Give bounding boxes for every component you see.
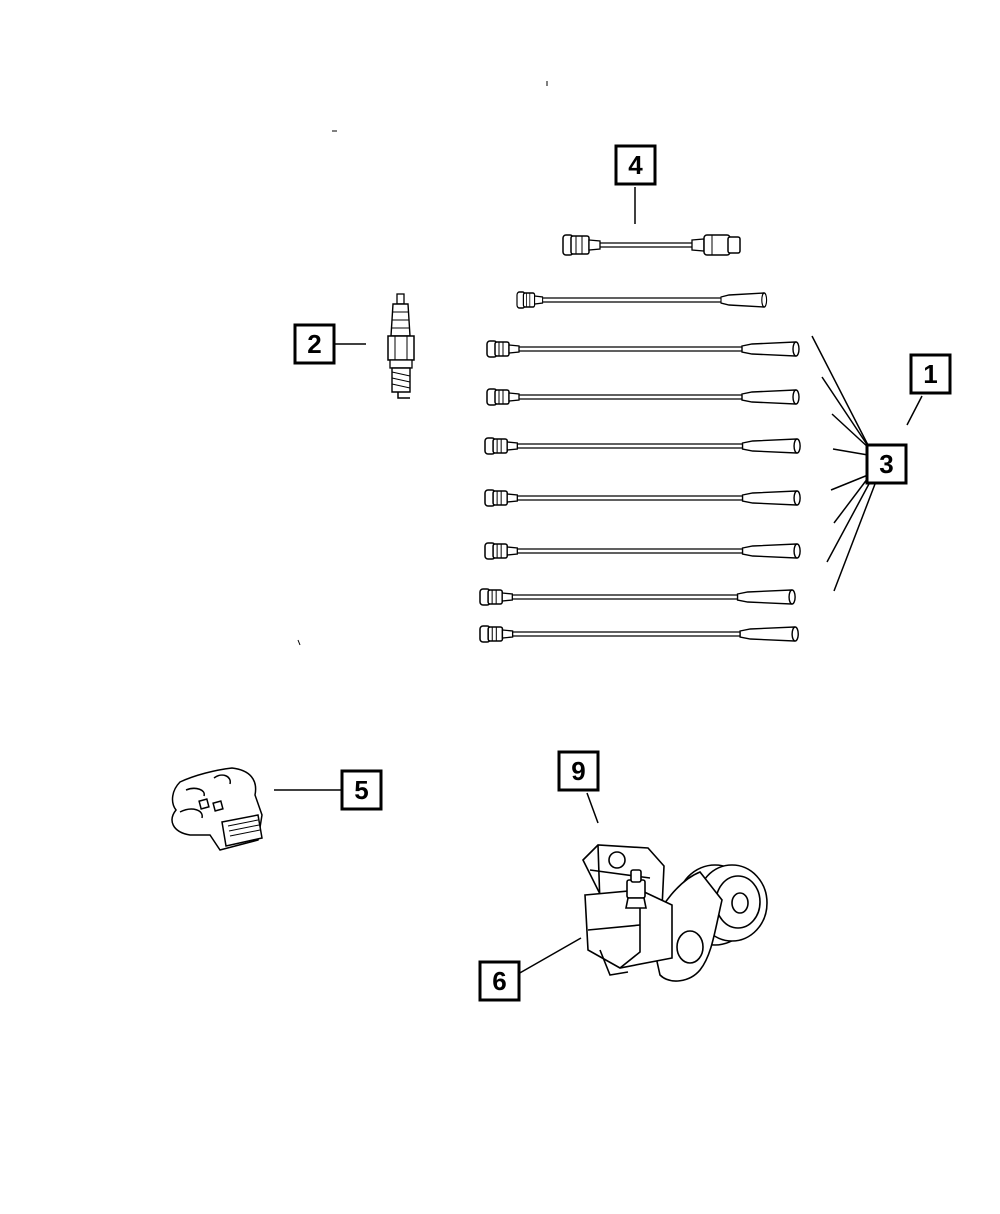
spark-plug-wire-2 (486, 340, 800, 358)
callout-label: 1 (923, 359, 937, 389)
spark-plug-wire-8 (479, 625, 800, 643)
callout-label: 6 (492, 966, 506, 996)
wire-separator-clip (171, 767, 263, 851)
callout-6-leader (517, 937, 582, 975)
callout-label: 9 (571, 756, 585, 786)
spark-plug-wire-set (479, 291, 801, 643)
spark-plug-wire-4 (484, 437, 801, 455)
callout-1: 1 (909, 353, 952, 395)
ignition-coil-assembly (582, 844, 768, 982)
callout-label: 4 (628, 150, 643, 180)
callout-9-leader (586, 792, 599, 824)
callout-2: 2 (293, 323, 336, 365)
callout-9: 9 (557, 750, 600, 792)
spark-plug-wire-7 (479, 588, 796, 606)
callout-label: 5 (354, 775, 368, 805)
callout-1-leader (906, 395, 923, 426)
callout-6: 6 (478, 960, 521, 1002)
spark-plug-wire-6 (484, 542, 801, 560)
callout-3-leaders (811, 335, 876, 592)
spark-plug (387, 293, 415, 399)
spark-plug-wire-5 (484, 489, 801, 507)
callout-4: 4 (614, 144, 657, 186)
spark-plug-wire-1 (516, 291, 768, 309)
spark-plug-wire-3 (486, 388, 800, 406)
callout-label: 3 (879, 449, 893, 479)
coil-wire (562, 234, 741, 256)
callout-5: 5 (340, 769, 383, 811)
callout-3: 3 (865, 443, 908, 485)
scan-specks (297, 81, 548, 646)
callout-label: 2 (307, 329, 321, 359)
